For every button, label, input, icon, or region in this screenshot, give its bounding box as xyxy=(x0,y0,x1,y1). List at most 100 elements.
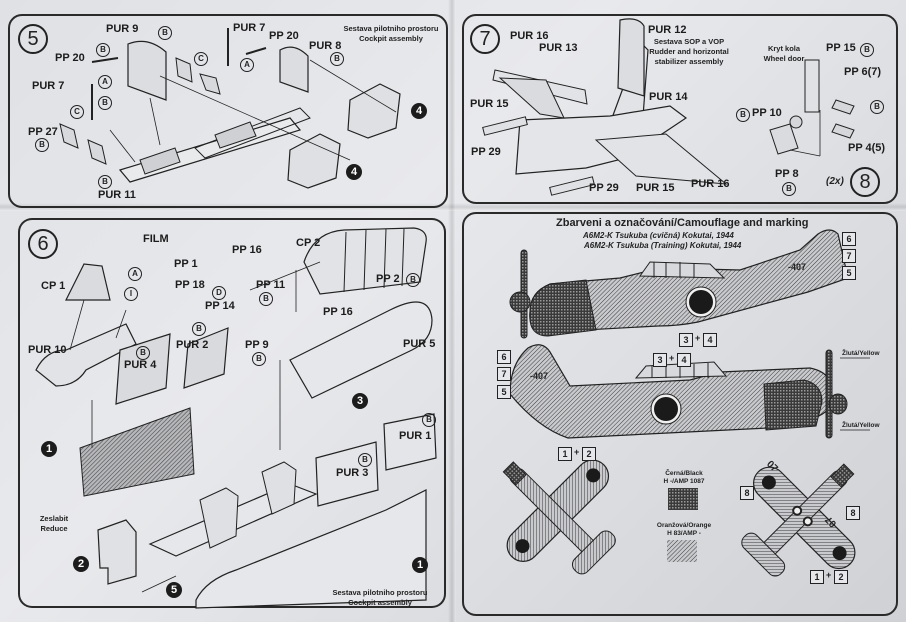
marker-7: 7 xyxy=(497,367,511,381)
ref-b: B xyxy=(736,108,750,122)
tail-code: -407 xyxy=(530,371,549,381)
marker-5: 5 xyxy=(842,266,856,280)
label-pur11: PUR 11 xyxy=(98,189,136,201)
aircraft-side-right xyxy=(509,344,870,439)
caption-cz: Sestava pilotniho prostoru xyxy=(332,588,428,597)
ref-a: A xyxy=(240,58,254,72)
label-pp11: PP 11 xyxy=(256,279,286,291)
label-pur3: PUR 3 xyxy=(336,467,369,479)
plus-sign: + xyxy=(826,570,832,580)
marker-8: 8 xyxy=(740,486,754,500)
propeller xyxy=(825,349,833,439)
reduce-en: Reduce xyxy=(40,524,68,533)
panel-pur2 xyxy=(183,327,229,389)
ref-b: B xyxy=(35,138,49,152)
label-pp18: PP 18 xyxy=(175,279,205,291)
label-pp1: PP 1 xyxy=(174,258,198,270)
plus-sign: + xyxy=(574,447,580,457)
label-pur15-bottom: PUR 15 xyxy=(636,182,675,194)
label-pur9: PUR 9 xyxy=(106,23,139,35)
elevator-left xyxy=(498,77,565,119)
stabilizer-bottom xyxy=(594,133,728,185)
fold-vertical xyxy=(448,0,456,622)
caption-cz: Sestava SOP a VOP xyxy=(653,37,725,46)
ref-b: B xyxy=(96,43,110,57)
caption-en: Wheel door xyxy=(763,54,805,63)
panel-pur1 xyxy=(383,413,437,471)
ref-b: B xyxy=(259,292,273,306)
legend-code: H -/AMP 1087 xyxy=(663,478,705,485)
subtitle-cz: A6M2-K Tsukuba (cvičná) Kokutai, 1944 xyxy=(583,231,734,240)
label-pur16-top: PUR 16 xyxy=(510,30,549,42)
caption-en-2: stabilizer assembly xyxy=(654,57,724,66)
label-pur2: PUR 2 xyxy=(176,339,209,351)
label-pp29-left: PP 29 xyxy=(471,146,501,158)
marker-3: 3 xyxy=(653,353,667,367)
marker-3: 3 xyxy=(679,333,693,347)
marker-2: 2 xyxy=(834,570,848,584)
multiplier: (2x) xyxy=(826,176,844,187)
reduce-area xyxy=(79,407,195,497)
ref-c: C xyxy=(194,52,208,66)
marker-4: 4 xyxy=(703,333,717,347)
label-cp2: CP 2 xyxy=(296,237,321,249)
label-pur12: PUR 12 xyxy=(648,24,687,36)
label-pp16-top: PP 16 xyxy=(232,244,262,256)
ref-b: B xyxy=(782,182,796,196)
ref-a: A xyxy=(128,267,142,281)
reduce-cz: Zeslabit xyxy=(39,514,69,523)
ref-i: I xyxy=(124,287,138,301)
bulkhead-pur9 xyxy=(127,40,167,101)
ref-b: B xyxy=(252,352,266,366)
label-pp14: PP 14 xyxy=(205,300,235,312)
yellow-label: Žlutá/Yellow xyxy=(842,422,880,429)
legend-name: Černá/Black xyxy=(665,470,703,477)
aircraft-top-view xyxy=(502,459,616,575)
caption-en-1: Rudder and horizontal xyxy=(649,47,729,56)
marker-8: 8 xyxy=(846,506,860,520)
caption-cz: Sestava pilotniho prostoru xyxy=(343,24,439,33)
ref-b: B xyxy=(98,175,112,189)
caption-cz: Kryt kola xyxy=(767,44,801,53)
legend-black: Černá/Black H -/AMP 1087 xyxy=(652,470,716,486)
ref-b: B xyxy=(98,96,112,110)
label-pp2: PP 2 xyxy=(376,273,400,285)
part-cp1 xyxy=(65,263,111,301)
marker-1: 1 xyxy=(810,570,824,584)
label-pp4: PP 4(5) xyxy=(848,142,886,154)
step-7-caption: Sestava SOP a VOP Rudder and horizontal … xyxy=(644,37,734,67)
legend-name: Oranžová/Orange xyxy=(656,522,712,529)
label-pur16-bottom: PUR 16 xyxy=(691,178,730,190)
bulkhead-pur8 xyxy=(279,46,309,93)
callout-3: 3 xyxy=(352,393,368,409)
camouflage-title: Zbarveni a označování/Camouflage and mar… xyxy=(556,217,809,229)
step-number: 8 xyxy=(850,167,880,197)
step-number: 5 xyxy=(18,24,48,54)
marker-2: 2 xyxy=(582,447,596,461)
callout-1: 1 xyxy=(412,557,428,573)
label-pur15-left: PUR 15 xyxy=(470,98,509,110)
swatch-black xyxy=(668,488,698,510)
label-pp16-mid: PP 16 xyxy=(323,306,353,318)
ref-b: B xyxy=(860,43,874,57)
label-pp29-bottom: PP 29 xyxy=(589,182,619,194)
plus-sign: + xyxy=(669,353,675,363)
label-pp20-left: PP 20 xyxy=(55,52,85,64)
callout-4: 4 xyxy=(346,164,362,180)
yellow-label: Žlutá/Yellow xyxy=(842,350,880,357)
caption-en: Cockpit assembly xyxy=(348,598,412,607)
label-pur14: PUR 14 xyxy=(649,91,688,103)
step-6-panel xyxy=(18,218,446,412)
aircraft-side-left xyxy=(509,229,849,339)
part-2 xyxy=(97,519,137,585)
rudder-pur12 xyxy=(617,18,645,97)
part-pur10 xyxy=(35,323,137,387)
fuselage-side xyxy=(195,489,427,609)
camouflage-panel xyxy=(462,212,898,616)
label-pp15: PP 15 xyxy=(826,42,856,54)
label-pp9: PP 9 xyxy=(245,339,269,351)
